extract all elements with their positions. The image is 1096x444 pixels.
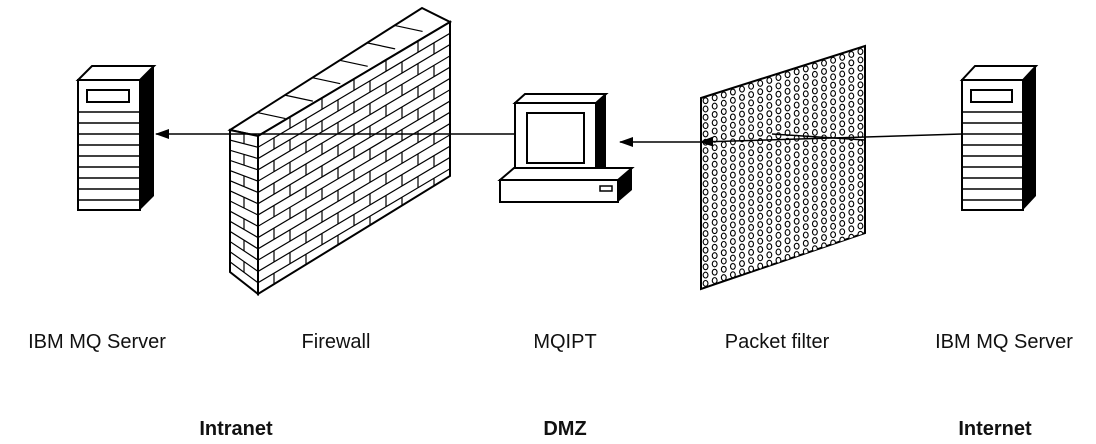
- zone-intranet-label: Intranet: [199, 418, 273, 440]
- mqipt-label: MQIPT: [533, 331, 597, 353]
- intranet-server-icon: [75, 65, 157, 211]
- zone-dmz-label: DMZ: [543, 418, 587, 440]
- packet-filter-icon: [700, 44, 866, 291]
- zone-internet-label: Internet: [958, 418, 1032, 440]
- internet-server-label: IBM MQ Server: [935, 331, 1073, 353]
- connection-through-filter: [771, 133, 866, 141]
- firewall-label: Firewall: [301, 331, 371, 353]
- intranet-server-label: IBM MQ Server: [28, 331, 166, 353]
- internet-server-icon: [959, 65, 1039, 211]
- mqipt-computer-icon: [497, 93, 635, 203]
- firewall-icon: [227, 6, 453, 297]
- packet-filter-label: Packet filter: [724, 331, 830, 353]
